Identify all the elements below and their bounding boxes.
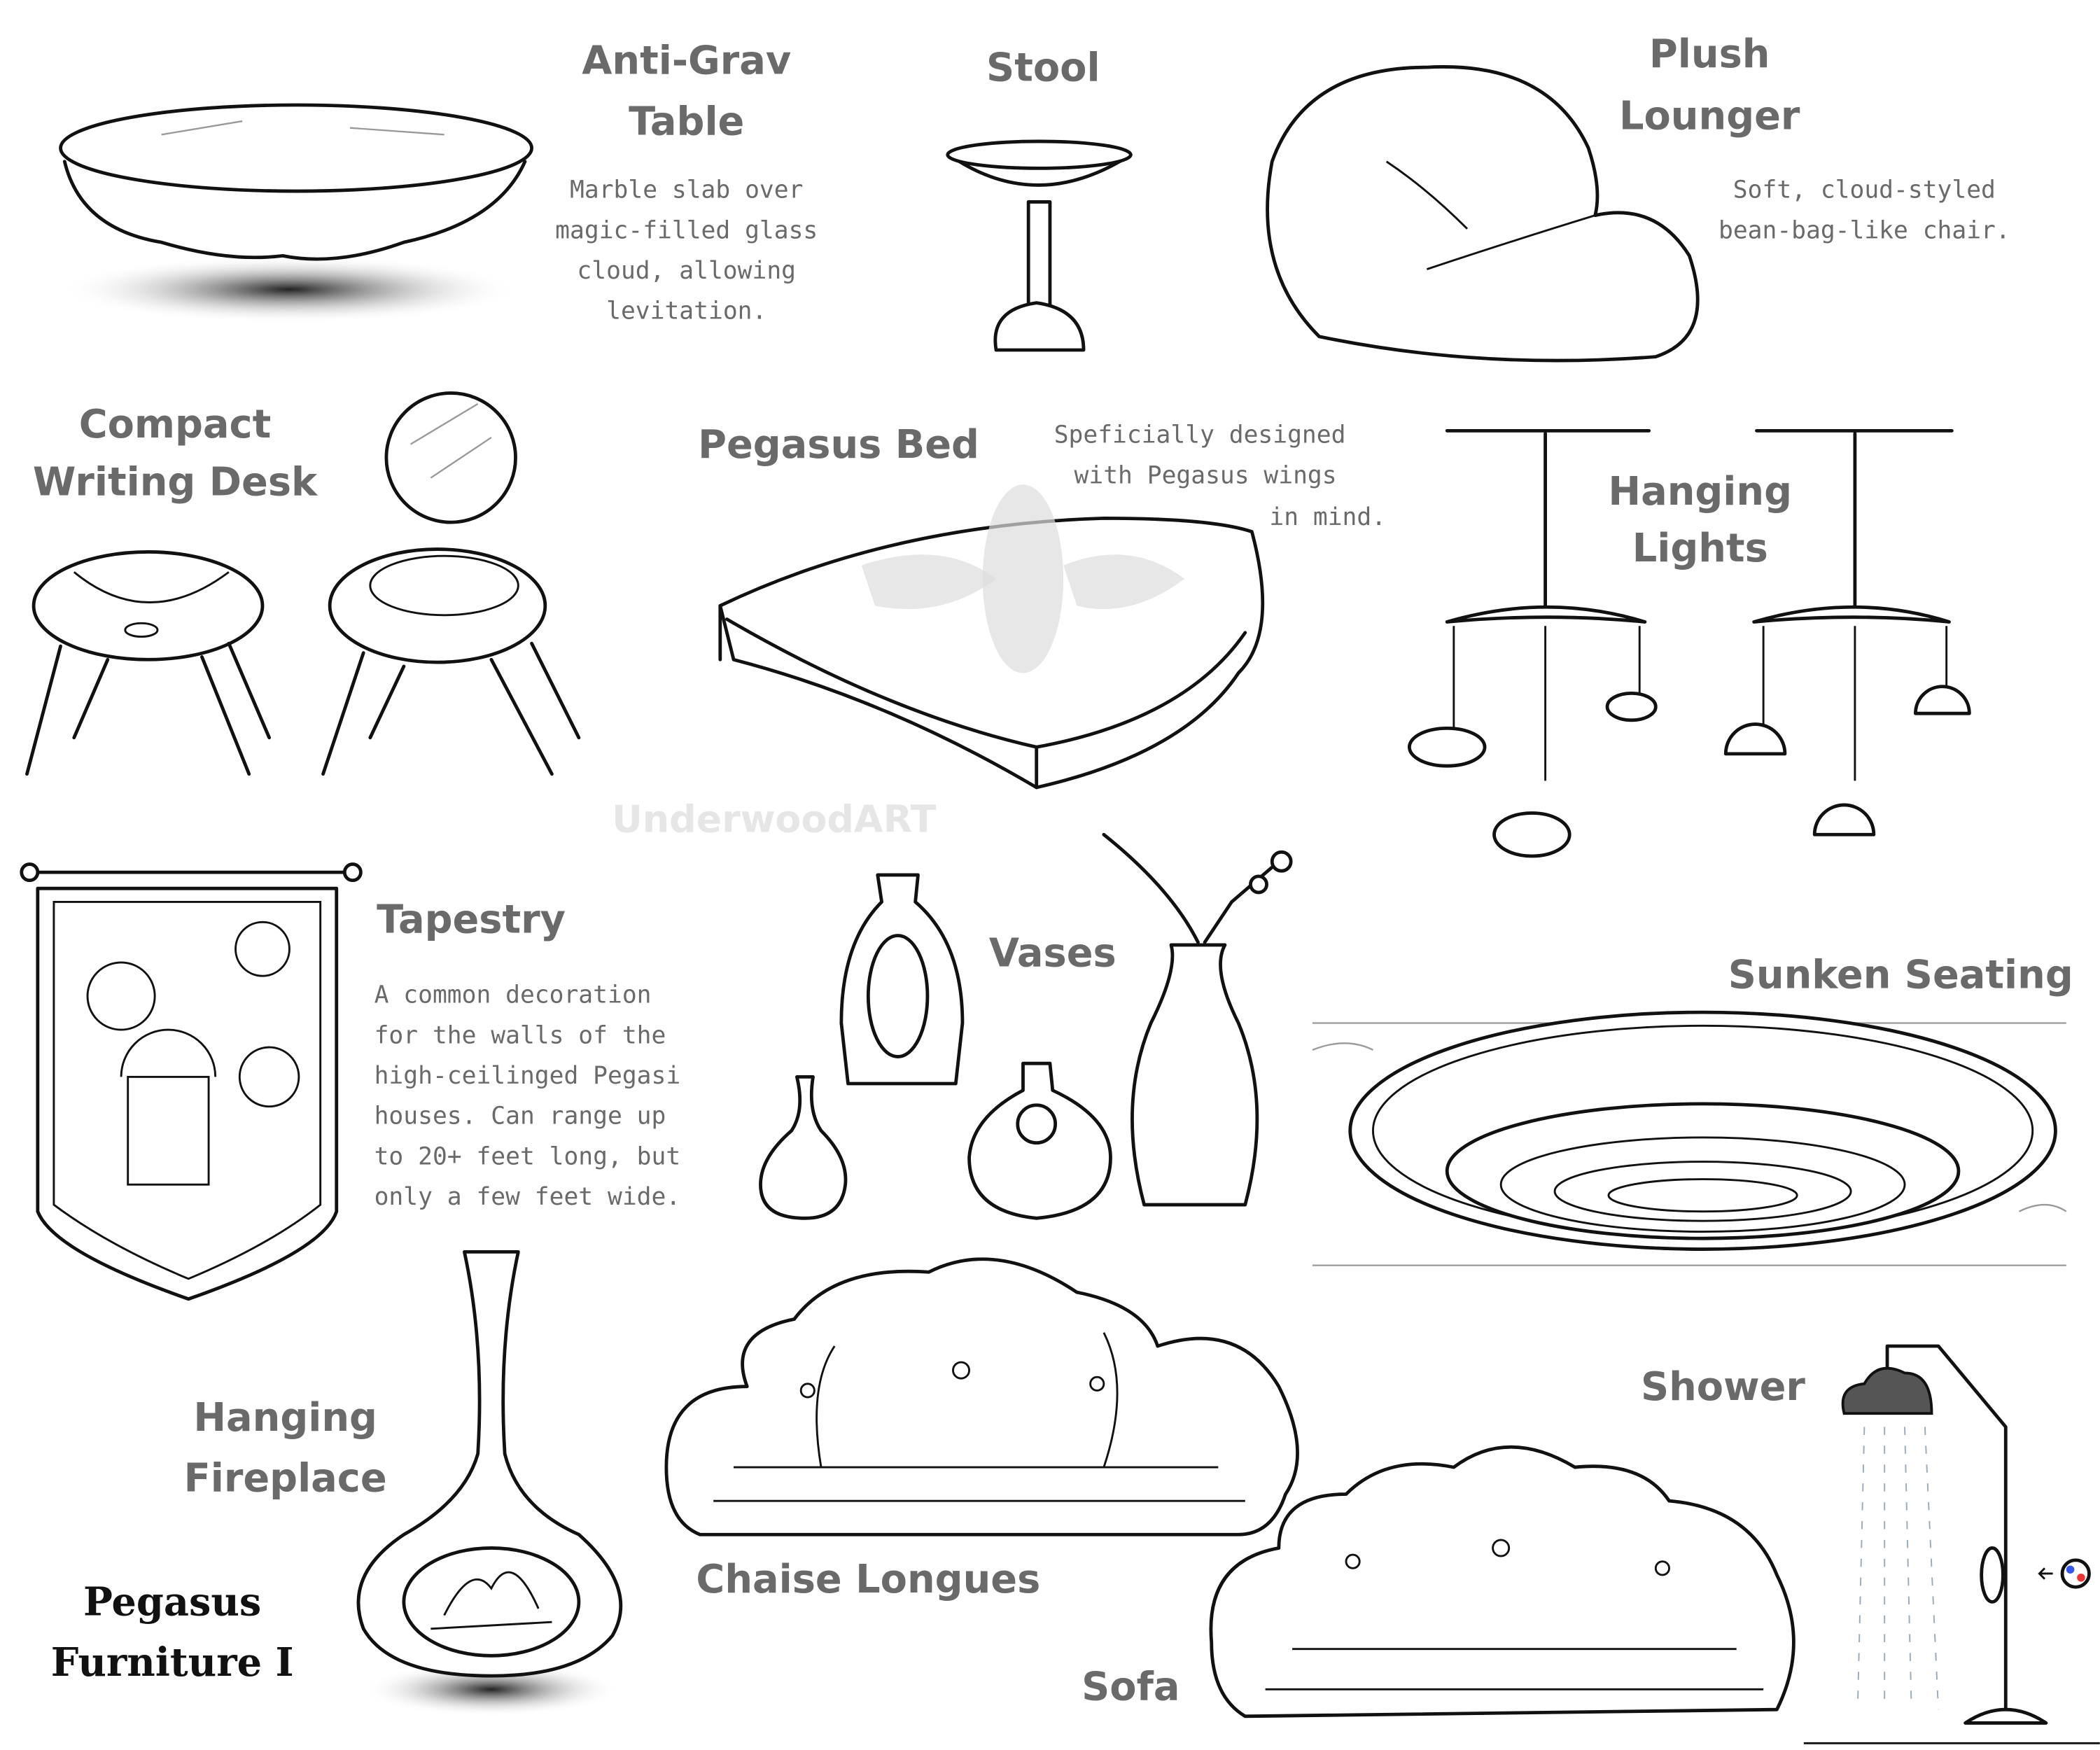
plush-title-1: Plush (1649, 31, 1770, 77)
tapestry-desc: to 20+ feet long, but (374, 1142, 681, 1170)
tapestry-desc: only a few feet wide. (374, 1183, 681, 1211)
tapestry-desc: for the walls of the (374, 1021, 666, 1049)
bed-desc: Speficially designed (1054, 421, 1346, 449)
sheet-title-2: Furniture I (51, 1640, 294, 1686)
tapestry-desc: houses. Can range up (374, 1102, 666, 1130)
anti-grav-title-2: Table (629, 99, 744, 144)
anti-grav-table-drawing (59, 103, 533, 323)
hanging-fireplace-drawing (356, 1250, 623, 1716)
stool-title: Stool (986, 45, 1100, 90)
tapestry-desc: A common decoration (374, 981, 652, 1009)
fireplace-title-2: Fireplace (184, 1456, 387, 1502)
plush-title-2: Lounger (1619, 94, 1800, 139)
stool-drawing (946, 139, 1133, 352)
vases-drawing (759, 832, 1293, 1220)
tapestry-title: Tapestry (377, 897, 566, 943)
plush-desc: Soft, cloud-styled (1733, 176, 1996, 204)
desk-title-1: Compact (79, 402, 272, 447)
anti-grav-desc: cloud, allowing (577, 257, 796, 285)
watermark: UnderwoodART (612, 797, 937, 841)
sofa-title: Sofa (1082, 1665, 1180, 1710)
writing-desk-drawing (25, 391, 581, 776)
arrow-left-icon (2038, 1567, 2053, 1580)
anti-grav-desc: magic-filled glass (555, 216, 818, 244)
bed-desc: in mind. (1269, 503, 1386, 531)
bed-desc: with Pegasus wings (1074, 461, 1337, 489)
desk-title-2: Writing Desk (33, 460, 318, 505)
sofa-drawing (1209, 1445, 1795, 1718)
fireplace-title-1: Hanging (193, 1395, 377, 1441)
tapestry-drawing (20, 862, 363, 1301)
vases-title: Vases (989, 931, 1116, 976)
plush-lounger-drawing (1266, 65, 1700, 363)
anti-grav-title-1: Anti-Grav (582, 38, 791, 84)
chaise-title: Chaise Longues (696, 1557, 1040, 1602)
sheet-title-1: Pegasus (83, 1580, 261, 1625)
anti-grav-desc: levitation. (606, 298, 766, 326)
tapestry-desc: high-ceilinged Pegasi (374, 1062, 681, 1090)
pegasus-bed-drawing (718, 484, 1265, 790)
anti-grav-desc: Marble slab over (570, 176, 803, 204)
bed-title: Pegasus Bed (698, 422, 979, 468)
valve-icon (2060, 1558, 2091, 1589)
shower-drawing (1803, 1344, 2100, 1744)
lights-title-1: Hanging (1608, 469, 1792, 514)
lights-title-2: Lights (1632, 526, 1768, 571)
hanging-lights-drawing (1407, 428, 1971, 858)
chaise-longue-drawing (664, 1257, 1299, 1536)
plush-desc: bean-bag-like chair. (1718, 216, 2010, 244)
sunken-seating-drawing (1312, 1010, 2067, 1266)
shower-title: Shower (1641, 1364, 1805, 1410)
sunken-seating-title: Sunken Seating (1728, 952, 2073, 997)
